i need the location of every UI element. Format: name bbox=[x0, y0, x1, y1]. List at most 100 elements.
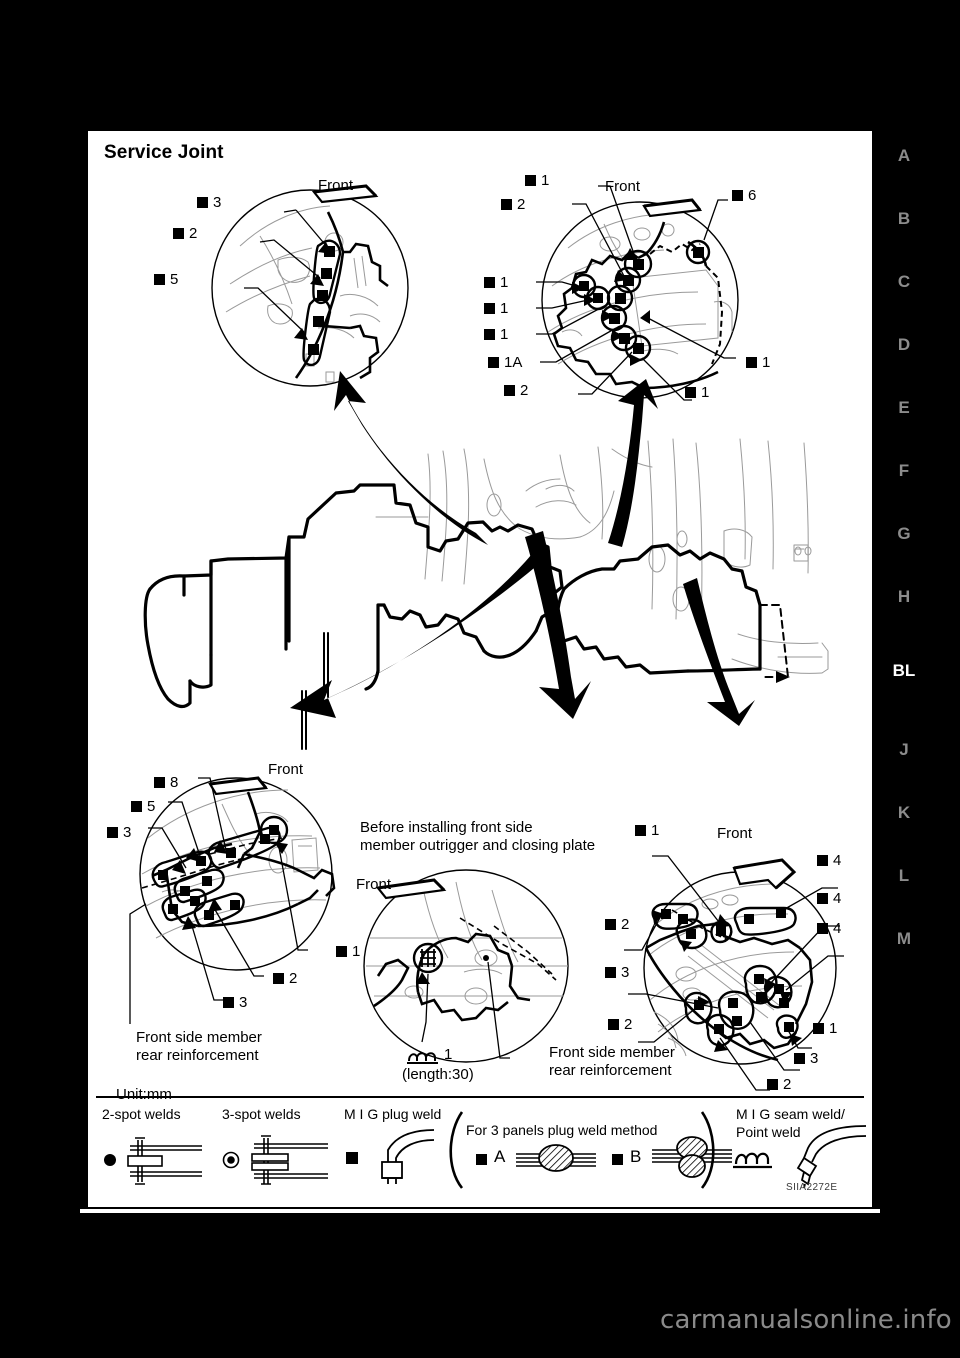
mig-torch-icon bbox=[381, 1129, 435, 1184]
square-marker-icon bbox=[336, 946, 347, 957]
square-marker-icon bbox=[817, 855, 828, 866]
square-marker-icon bbox=[346, 1152, 358, 1164]
figure-id: SIIA2272E bbox=[786, 1182, 838, 1193]
detail-bottom-right-drawing bbox=[624, 855, 844, 1091]
square-marker-icon bbox=[685, 387, 696, 398]
detail-top-left-callout-2: 2 bbox=[173, 225, 197, 243]
square-marker-icon bbox=[197, 197, 208, 208]
detail-bottom-center-part-caption: Front side member rear reinforcement bbox=[549, 1044, 675, 1080]
detail-top-right-callout-2b: 2 bbox=[504, 382, 528, 400]
legend-label-3-spot: 3-spot welds bbox=[222, 1106, 301, 1122]
detail-top-right-callout-2a: 2 bbox=[501, 196, 525, 214]
tab-l[interactable]: L bbox=[898, 866, 910, 885]
legend-3panel-option-b: B bbox=[630, 1147, 642, 1166]
square-marker-icon bbox=[501, 199, 512, 210]
square-marker-icon bbox=[173, 228, 184, 239]
tab-f[interactable]: F bbox=[898, 461, 910, 480]
detail-top-right-callout-1c: 1 bbox=[484, 300, 508, 318]
detail-bottom-right-callout-4c: 4 bbox=[817, 920, 841, 938]
tab-a[interactable]: A bbox=[897, 146, 911, 165]
tab-h[interactable]: H bbox=[897, 587, 911, 606]
site-watermark: carmanualsonline.info bbox=[660, 1305, 952, 1335]
tab-c[interactable]: C bbox=[897, 272, 911, 291]
square-marker-icon bbox=[635, 825, 646, 836]
detail-bottom-center-drawing bbox=[363, 869, 569, 1063]
square-marker-icon bbox=[484, 277, 495, 288]
square-marker-icon bbox=[608, 1019, 619, 1030]
square-marker-icon bbox=[817, 893, 828, 904]
detail-bottom-right-callout-2b: 2 bbox=[608, 1016, 632, 1034]
detail-bottom-left-callout-2: 2 bbox=[273, 970, 297, 988]
legend-label-mig-plug: M I G plug weld bbox=[344, 1106, 442, 1122]
detail-bottom-left-callout-3a: 3 bbox=[107, 824, 131, 842]
detail-bottom-left-callout-1: 1 bbox=[336, 943, 360, 961]
weld-symbol-legend: 2-spot welds 3-spot welds M I G plug wel… bbox=[96, 1096, 867, 1196]
detail-top-right-callout-1e: 1 bbox=[746, 354, 770, 372]
detail-bottom-right-callout-2c: 2 bbox=[767, 1076, 791, 1094]
content-sheet: Service Joint bbox=[88, 134, 872, 1207]
detail-bottom-center-note: Before installing front side member outr… bbox=[360, 819, 596, 855]
detail-bottom-left-callout-3b: 3 bbox=[223, 994, 247, 1012]
detail-top-right-callout-1a-label: 1A bbox=[488, 354, 522, 372]
detail-top-left-callout-5: 5 bbox=[154, 271, 178, 289]
detail-bottom-right-callout-2a: 2 bbox=[605, 916, 629, 934]
detail-top-right-callout-6: 6 bbox=[732, 187, 756, 205]
detail-bottom-left-drawing bbox=[129, 776, 336, 1024]
tab-bl[interactable]: BL bbox=[892, 661, 916, 680]
detail-top-right-callout-1f: 1 bbox=[685, 384, 709, 402]
mig-seam-weld-icon bbox=[407, 1052, 438, 1064]
square-marker-icon bbox=[525, 175, 536, 186]
detail-top-right-front-label: Front bbox=[605, 178, 641, 195]
tab-g[interactable]: G bbox=[897, 524, 911, 543]
square-marker-icon bbox=[817, 923, 828, 934]
square-marker-icon bbox=[605, 967, 616, 978]
arrow-to-top-right-detail bbox=[608, 379, 658, 547]
three-panel-weld-b-icon bbox=[652, 1136, 732, 1178]
sheet-bottom-rule bbox=[80, 1209, 880, 1213]
detail-top-right-callout-1b: 1 bbox=[484, 274, 508, 292]
legend-3panel-option-a: A bbox=[494, 1147, 506, 1166]
detail-bottom-right-callout-3a: 3 bbox=[605, 964, 629, 982]
detail-top-left-callout-3: 3 bbox=[197, 194, 221, 212]
square-marker-icon bbox=[154, 274, 165, 285]
square-marker-icon bbox=[767, 1079, 778, 1090]
tab-d[interactable]: D bbox=[897, 335, 911, 354]
arrow-to-top-left-detail bbox=[334, 371, 488, 545]
detail-bottom-center-front-label: Front bbox=[356, 876, 392, 893]
square-marker-icon bbox=[813, 1023, 824, 1034]
left-paren-icon bbox=[449, 1111, 464, 1189]
tab-m[interactable]: M bbox=[896, 929, 912, 948]
tab-k[interactable]: K bbox=[897, 803, 911, 822]
point-weld-torch-icon bbox=[796, 1125, 867, 1189]
square-marker-icon bbox=[484, 329, 495, 340]
detail-bottom-center-seam-length: (length:30) bbox=[402, 1066, 474, 1083]
two-spot-weld-symbol-icon bbox=[104, 1137, 202, 1185]
legend-label-mig-seam: M I G seam weld/ Point weld bbox=[736, 1106, 845, 1140]
detail-top-right-drawing bbox=[536, 185, 739, 401]
square-marker-icon bbox=[484, 303, 495, 314]
legend-label-2-spot: 2-spot welds bbox=[102, 1106, 181, 1122]
detail-top-left-front-label: Front bbox=[318, 177, 354, 194]
square-marker-icon bbox=[746, 357, 757, 368]
square-marker-icon bbox=[504, 385, 515, 396]
square-marker-icon bbox=[273, 973, 284, 984]
legend-top-rule bbox=[96, 1096, 864, 1098]
detail-bottom-left-callout-8: 8 bbox=[154, 774, 178, 792]
legend-label-3panel-method: For 3 panels plug weld method bbox=[466, 1122, 658, 1138]
square-marker-icon bbox=[476, 1154, 487, 1165]
arrow-to-bottom-center-detail bbox=[525, 531, 591, 719]
tab-j[interactable]: J bbox=[899, 740, 909, 759]
three-panel-weld-a-icon bbox=[516, 1144, 596, 1172]
unit-note: Unit:mm bbox=[116, 1086, 172, 1103]
tab-e[interactable]: E bbox=[898, 398, 910, 417]
square-marker-icon bbox=[107, 827, 118, 838]
detail-bottom-right-callout-1b: 1 bbox=[813, 1020, 837, 1038]
tab-b[interactable]: B bbox=[897, 209, 911, 228]
square-marker-icon bbox=[488, 357, 499, 368]
detail-top-right-callout-1d: 1 bbox=[484, 326, 508, 344]
detail-top-left-drawing bbox=[211, 184, 409, 387]
detail-bottom-right-callout-3b: 3 bbox=[794, 1050, 818, 1068]
page-title: Service Joint bbox=[104, 142, 224, 163]
detail-bottom-left-front-label: Front bbox=[268, 761, 304, 778]
